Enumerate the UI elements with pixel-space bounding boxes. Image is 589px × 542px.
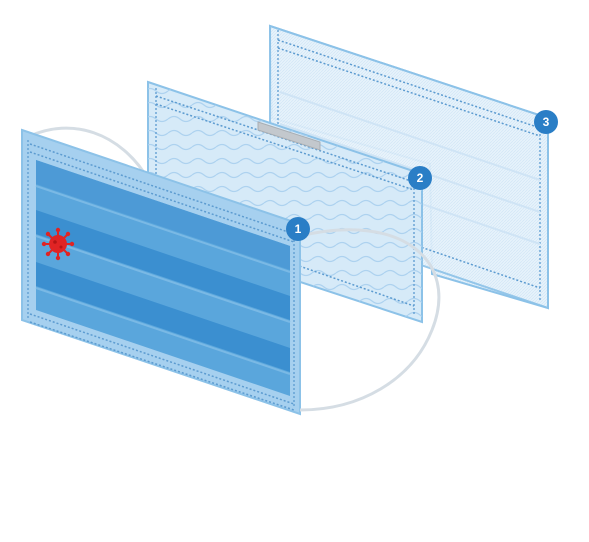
badge-layer-3-number: 3 xyxy=(543,115,550,129)
nose-wire xyxy=(257,121,321,151)
ear-loop-right xyxy=(299,228,441,412)
badge-layer-2-number: 2 xyxy=(417,171,424,185)
badge-layer-1-number: 1 xyxy=(295,222,302,236)
layer-1 xyxy=(21,128,301,416)
badge-layer-2: 2 xyxy=(408,166,432,190)
badge-layer-1: 1 xyxy=(286,217,310,241)
badge-layer-3: 3 xyxy=(534,110,558,134)
ear-loop-left xyxy=(29,126,152,183)
virus-icon xyxy=(41,227,75,261)
